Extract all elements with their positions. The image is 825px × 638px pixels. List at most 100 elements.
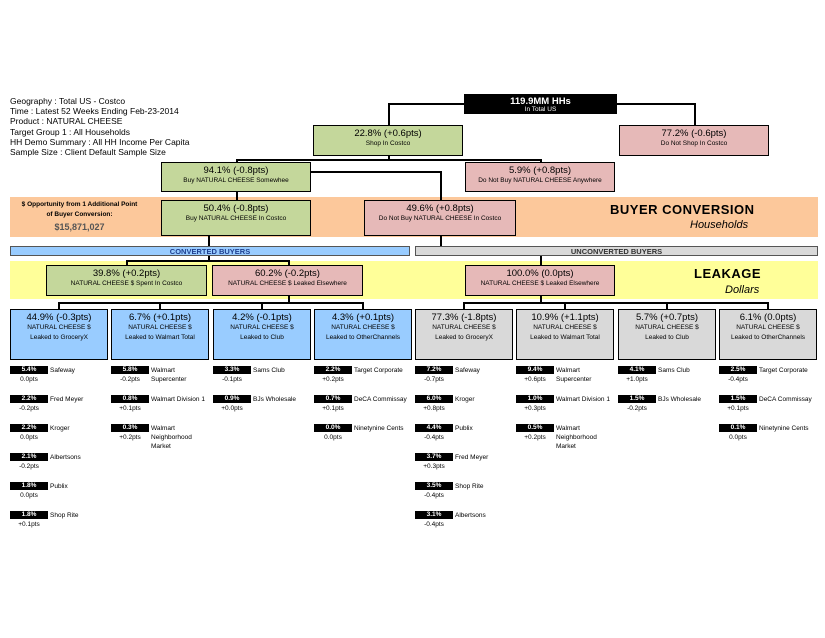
node-product: NATURAL CHEESE $ — [736, 324, 800, 331]
retailer-name: Walmart Division 1 — [151, 396, 205, 403]
node-value: 5.9% (+0.8pts) — [508, 165, 572, 176]
info-target-group: Target Group 1 : All Households — [10, 126, 131, 137]
retailer-change: +0.2pts — [119, 434, 141, 441]
node-value: 49.6% (+0.8pts) — [406, 203, 474, 214]
retailer-change: +0.2pts — [524, 434, 546, 441]
retailer-share: 5.8% — [111, 366, 149, 374]
buy-somewhere-node: 94.1% (-0.8pts)Buy NATURAL CHEESE Somewh… — [161, 162, 311, 192]
retailer-name: Walmart Supercenter — [556, 367, 592, 383]
retailer-name: Fred Meyer — [50, 396, 84, 403]
retailer-name: Walmart Supercenter — [151, 367, 187, 383]
leakage-subtitle: Dollars — [725, 284, 760, 296]
node-label: Leaked to Club — [240, 334, 284, 341]
retailer-name: Safeway — [50, 367, 75, 374]
unconverted-buyers-bar: UNCONVERTED BUYERS — [415, 246, 818, 256]
retailer-name: Kroger — [455, 396, 475, 403]
info-geography: Geography : Total US - Costco — [10, 96, 126, 106]
retailer-change: +0.3pts — [423, 463, 445, 470]
total-households-node: 119.9MM HHs In Total US — [464, 94, 617, 114]
retailer-change: -0.2pts — [627, 405, 647, 412]
node-label: Leaked to GroceryX — [30, 334, 88, 341]
info-demo: HH Demo Summary : All HH Income Per Capi… — [10, 136, 190, 147]
retailer-name: Target Corporate — [759, 367, 808, 374]
retailer-change: +0.6pts — [524, 376, 546, 383]
retailer-share: 7.2% — [415, 366, 453, 374]
retailer-name: DeCA Commissay — [354, 396, 407, 403]
retailer-share: 0.1% — [719, 424, 757, 432]
retailer-share: 6.0% — [415, 395, 453, 403]
retailer-share: 1.8% — [10, 482, 48, 490]
retailer-share: 0.9% — [213, 395, 251, 403]
buy-in-costco-node: 50.4% (-0.8pts)Buy NATURAL CHEESE In Cos… — [161, 200, 311, 236]
node-value: 6.7% (+0.1pts) — [128, 312, 192, 323]
node-value: 44.9% (-0.3pts) — [26, 312, 92, 323]
retailer-change: -0.4pts — [728, 376, 748, 383]
retailer-share: 1.0% — [516, 395, 554, 403]
retailer-name: Kroger — [50, 425, 70, 432]
node-product: NATURAL CHEESE $ — [27, 324, 91, 331]
retailer-share: 2.5% — [719, 366, 757, 374]
node-label: Leaked to Club — [645, 334, 689, 341]
leak-channel-node: 5.7% (+0.7pts) NATURAL CHEESE $ Leaked t… — [618, 309, 716, 360]
retailer-share: 3.7% — [415, 453, 453, 461]
retailer-name: Walmart Neighborhood Market — [151, 425, 192, 450]
retailer-share: 3.5% — [415, 482, 453, 490]
retailer-name: Ninetynine Cents — [759, 425, 809, 432]
node-label: In Total US — [524, 106, 557, 113]
not-shop-costco-node: 77.2% (-0.6pts)Do Not Shop In Costco — [619, 125, 769, 156]
retailer-name: Safeway — [455, 367, 480, 374]
opportunity-line1: $ Opportunity from 1 Additional Point — [21, 201, 138, 208]
retailer-name: Shop Rite — [50, 512, 79, 519]
retailer-name: Publix — [455, 425, 473, 432]
not-buy-anywhere-node: 5.9% (+0.8pts)Do Not Buy NATURAL CHEESE … — [465, 162, 615, 192]
retailer-name: BJs Wholesale — [658, 396, 701, 403]
node-value: 50.4% (-0.8pts) — [203, 203, 269, 214]
retailer-change: -0.2pts — [19, 463, 39, 470]
node-label: Buy NATURAL CHEESE In Costco — [185, 215, 287, 222]
leak-channel-node: 6.7% (+0.1pts) NATURAL CHEESE $ Leaked t… — [111, 309, 209, 360]
node-label: Leaked to OtherChannels — [730, 334, 806, 341]
retailer-change: -0.4pts — [424, 492, 444, 499]
retailer-share: 4.1% — [618, 366, 656, 374]
unconverted-leaked-node: 100.0% (0.0pts)NATURAL CHEESE $ Leaked E… — [465, 265, 615, 296]
retailer-change: +0.1pts — [18, 521, 40, 528]
retailer-change: 0.0pts — [20, 492, 38, 499]
retailer-change: -0.4pts — [424, 434, 444, 441]
node-value: 77.3% (-1.8pts) — [431, 312, 497, 323]
retailer-change: -0.7pts — [424, 376, 444, 383]
leak-channel-node: 4.3% (+0.1pts) NATURAL CHEESE $ Leaked t… — [314, 309, 412, 360]
node-value: 77.2% (-0.6pts) — [661, 128, 727, 139]
node-label: Buy NATURAL CHEESE Somewhee — [183, 177, 289, 184]
shop-costco-node: 22.8% (+0.6pts)Shop In Costco — [313, 125, 463, 156]
retailer-name: BJs Wholesale — [253, 396, 296, 403]
retailer-share: 2.1% — [10, 453, 48, 461]
retailer-name: Albertsons — [455, 512, 486, 519]
retailer-share: 5.4% — [10, 366, 48, 374]
opportunity-note: $ Opportunity from 1 Additional Point of… — [12, 200, 147, 232]
node-label: Do Not Buy NATURAL CHEESE Anywhere — [478, 177, 602, 184]
retailer-name: Albertsons — [50, 454, 81, 461]
spent-in-costco-node: 39.8% (+0.2pts)NATURAL CHEESE $ Spent In… — [46, 265, 207, 296]
node-label: NATURAL CHEESE $ Leaked Elsewhere — [480, 280, 600, 287]
not-buy-in-costco-node: 49.6% (+0.8pts)Do Not Buy NATURAL CHEESE… — [364, 200, 516, 236]
leak-channel-node: 10.9% (+1.1pts) NATURAL CHEESE $ Leaked … — [516, 309, 614, 360]
leak-channel-node: 77.3% (-1.8pts) NATURAL CHEESE $ Leaked … — [415, 309, 513, 360]
report-info: Geography : Total US - Costco Time : Lat… — [10, 96, 190, 157]
node-product: NATURAL CHEESE $ — [533, 324, 597, 331]
node-label: Leaked to Walmart Total — [530, 334, 600, 341]
leak-channel-node: 6.1% (0.0pts) NATURAL CHEESE $ Leaked to… — [719, 309, 817, 360]
node-value: 22.8% (+0.6pts) — [354, 128, 422, 139]
retailer-name: Fred Meyer — [455, 454, 489, 461]
info-time: Time : Latest 52 Weeks Ending Feb-23-201… — [10, 106, 179, 117]
node-value: 100.0% (0.0pts) — [506, 268, 574, 279]
retailer-change: +0.1pts — [727, 405, 749, 412]
node-label: Leaked to Walmart Total — [125, 334, 195, 341]
info-sample: Sample Size : Client Default Sample Size — [10, 147, 166, 158]
retailer-share: 3.1% — [415, 511, 453, 519]
retailer-change: +0.0pts — [221, 405, 243, 412]
node-value: 60.2% (-0.2pts) — [255, 268, 320, 279]
retailer-share: 0.0% — [314, 424, 352, 432]
retailer-share: 1.5% — [618, 395, 656, 403]
retailer-share: 4.4% — [415, 424, 453, 432]
